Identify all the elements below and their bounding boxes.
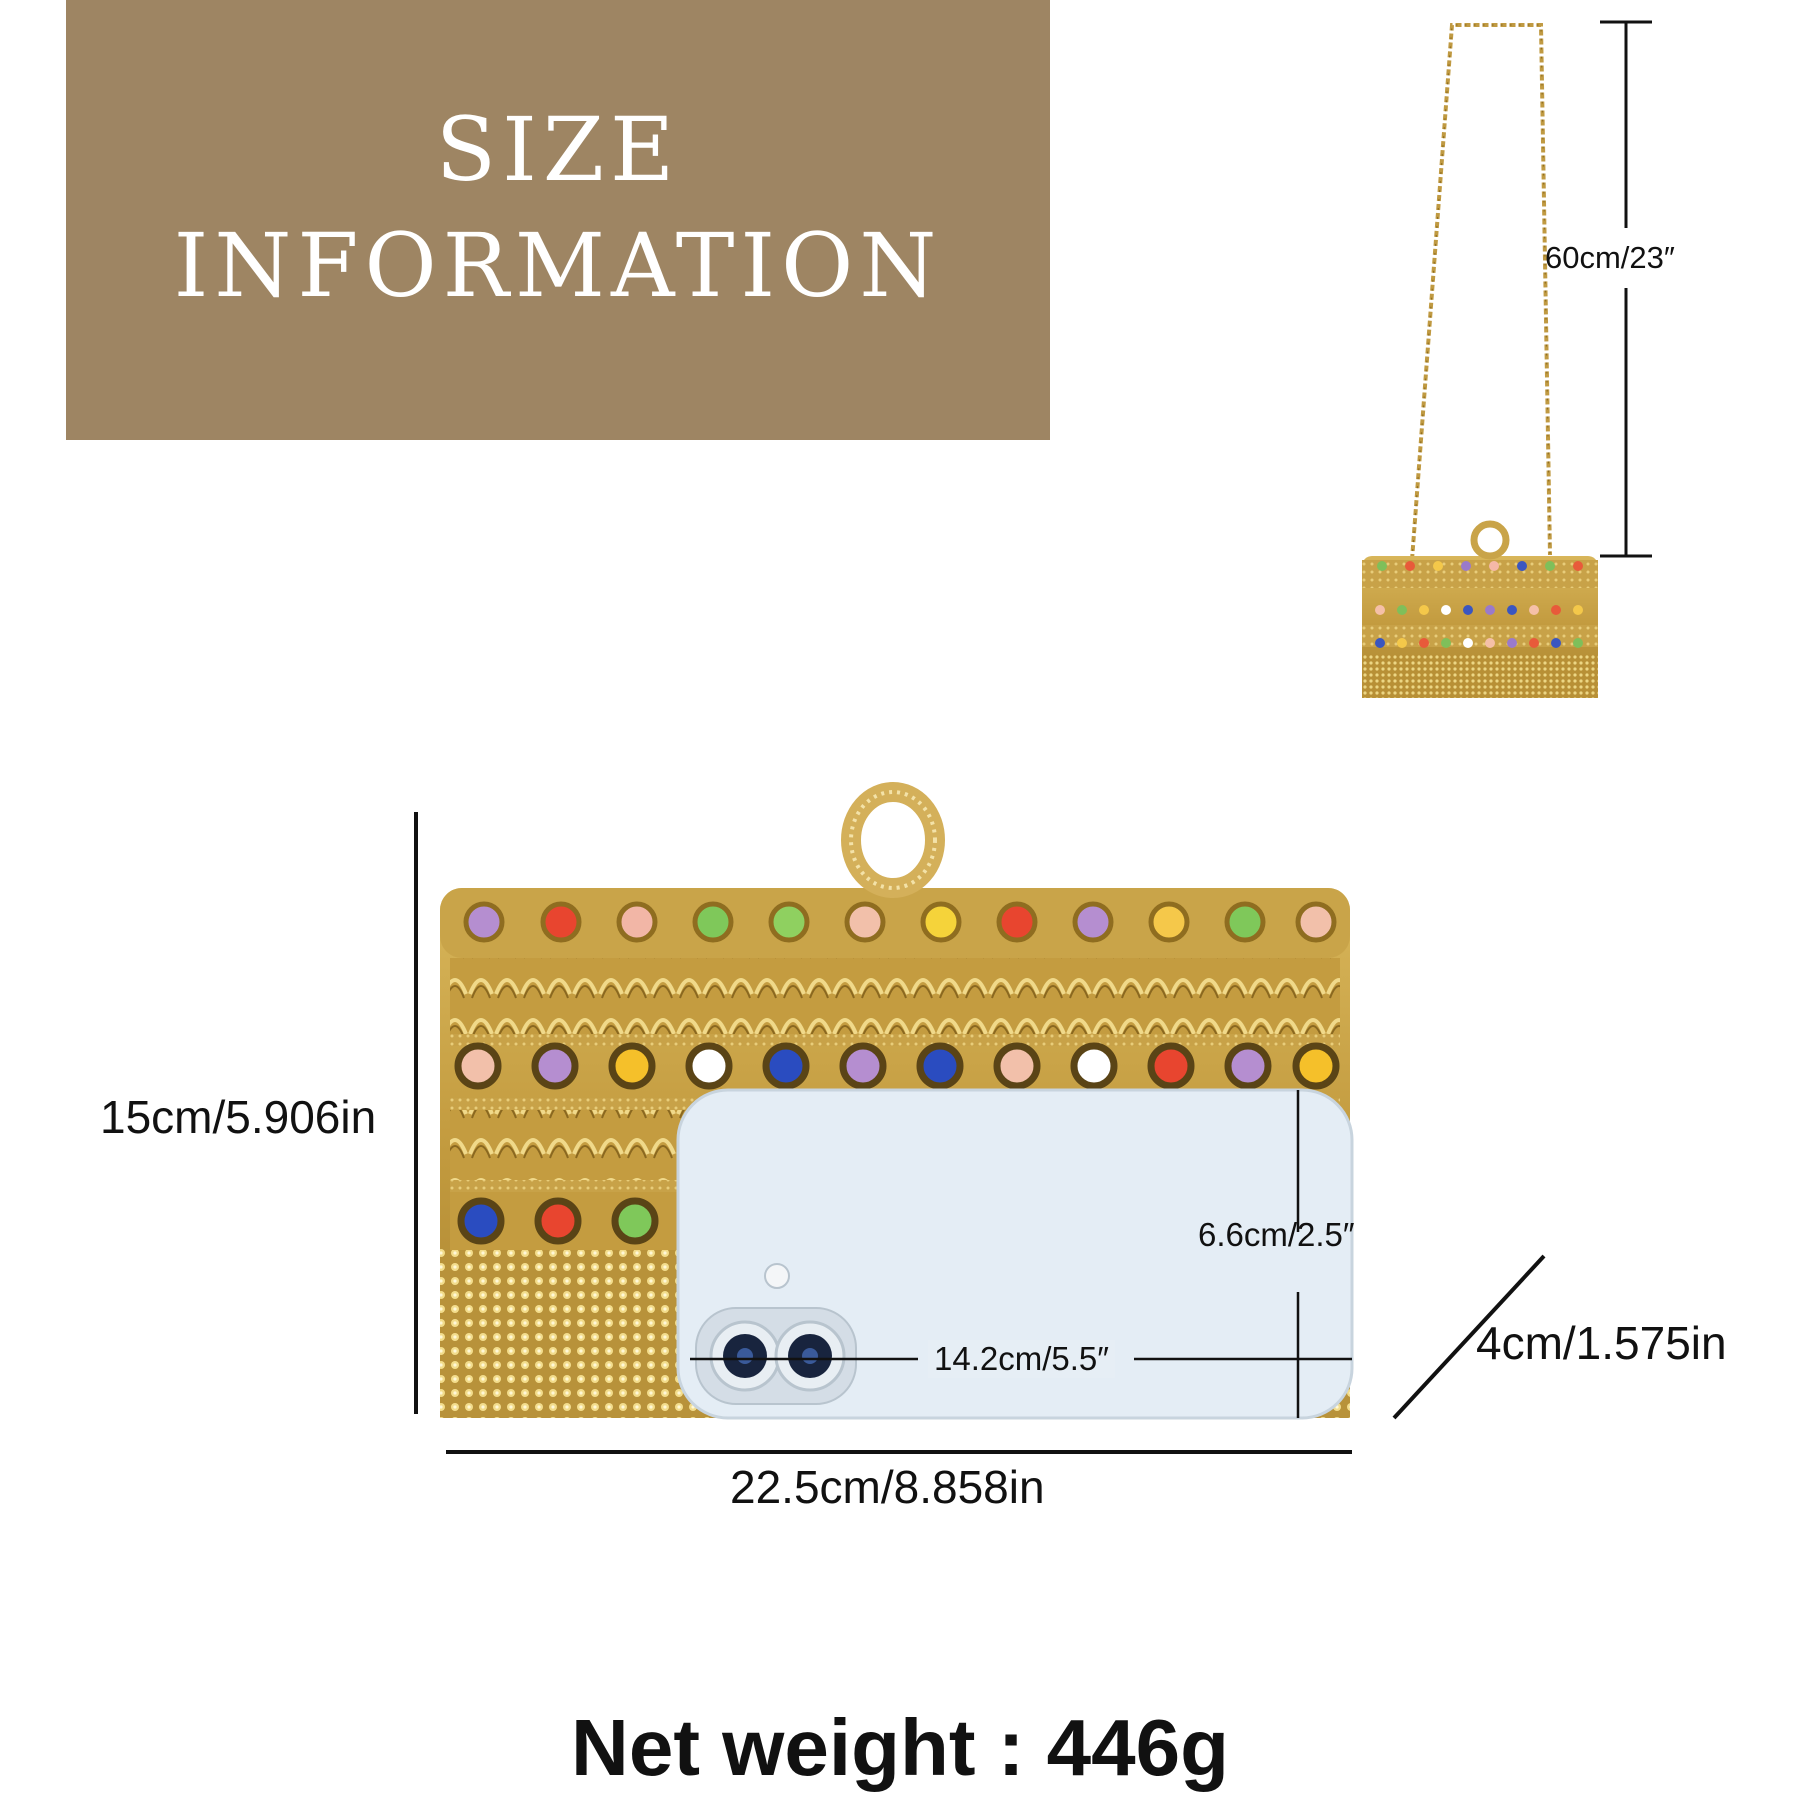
net-weight-text: Net weight : 446g xyxy=(571,1703,1229,1792)
phone-height-label: 6.6cm/2.5″ xyxy=(1198,1216,1355,1253)
depth-measure-line xyxy=(1392,1254,1546,1420)
middle-stone-row xyxy=(454,1042,1340,1090)
phone-measure-lines xyxy=(690,1090,1352,1418)
banner-title-line2: INFORMATION xyxy=(173,214,943,317)
strap-length-label: 60cm/23″ xyxy=(1545,240,1675,275)
lower-stone-row xyxy=(450,1192,680,1250)
ring-clasp xyxy=(841,782,945,898)
banner-title-line1: SIZE xyxy=(435,98,681,201)
bag-depth-label: 4cm/1.575in xyxy=(1476,1317,1727,1369)
strap-measure xyxy=(1600,20,1652,558)
bag-width-label: 22.5cm/8.858in xyxy=(730,1461,1045,1513)
small-bag-with-chain xyxy=(1362,23,1598,698)
title-banner: SIZE INFORMATION xyxy=(66,0,1050,440)
phone-width-label: 14.2cm/5.5″ xyxy=(928,1340,1115,1378)
top-stone-row xyxy=(463,901,1337,943)
bag-height-label: 15cm/5.906in xyxy=(100,1091,377,1143)
small-bag-stones xyxy=(1375,561,1583,648)
chain-strap xyxy=(1410,23,1552,561)
